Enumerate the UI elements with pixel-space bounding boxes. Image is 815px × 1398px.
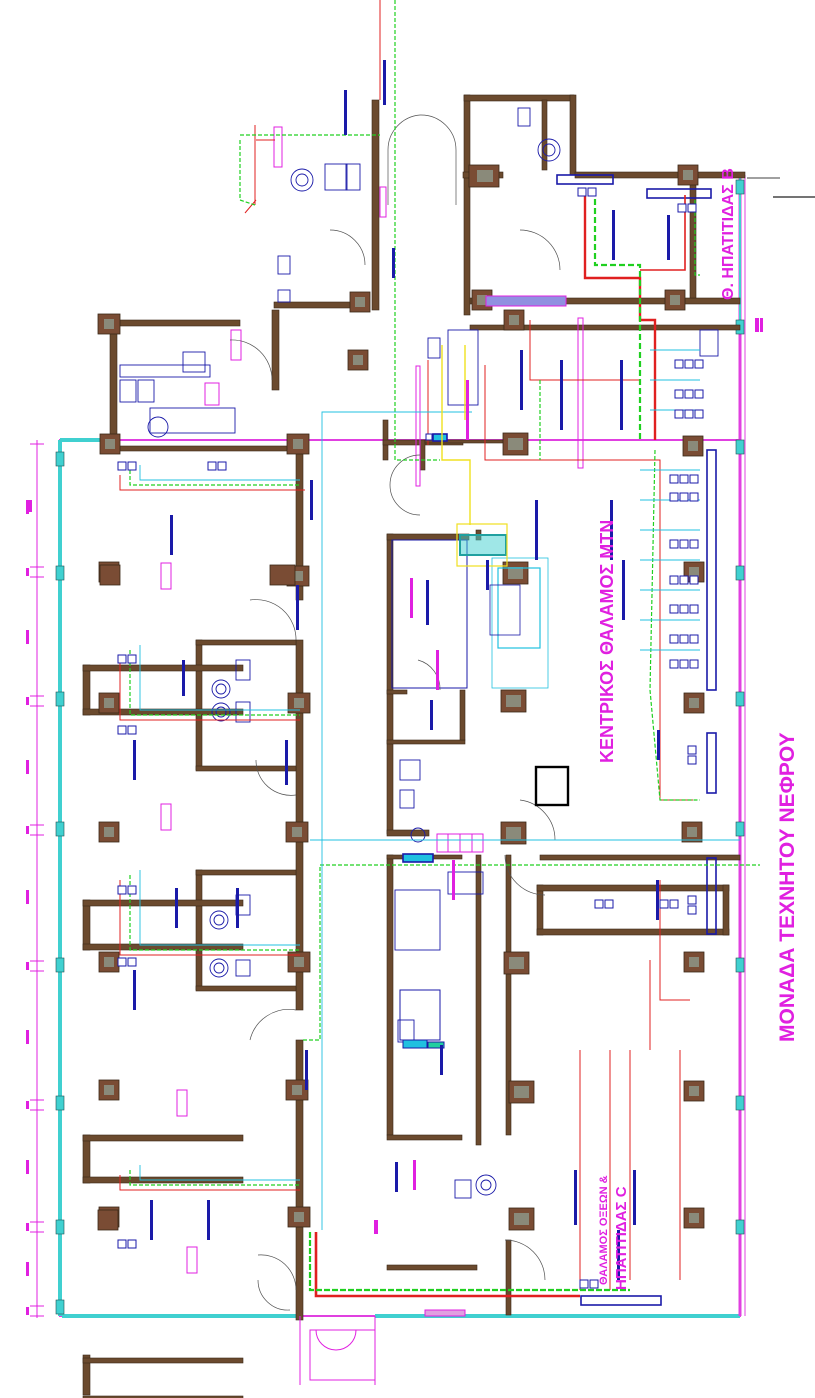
central-hall-title: ΚΕΝΤΡΙΚΟΣ ΘΑΛΑΜΟΣ ΜΤΝ: [597, 520, 617, 763]
dimension-axis: [30, 440, 44, 1318]
dimension-ticks: [26, 500, 29, 1315]
room-c-title-line2: ΗΠΑΤΙΤΙΔΑΣ C: [613, 1186, 630, 1290]
pipe-annotations: [133, 60, 670, 1280]
interior-walls: [82, 94, 746, 1398]
room-b-title: Θ. ΗΠΑΤΙΤΙΔΑΣ Β: [720, 168, 737, 300]
bed-headwalls: [402, 174, 717, 1306]
door-swings: [229, 114, 561, 1311]
unit-title: ΜΟΝΑΔΑ ΤΕΧΝΗΤΟΥ ΝΕΦΡΟΥ: [776, 732, 799, 1042]
magenta-panels: [160, 126, 584, 1381]
gas-pipes-green: [129, 0, 760, 1292]
window-blocks: [55, 179, 745, 1315]
room-c-title-line1: ΘΑΛΑΜΟΣ ΟΞΕΩΝ &: [598, 1175, 610, 1285]
entrance: [299, 177, 815, 1385]
magenta-annotations: [28, 318, 763, 1234]
sanitary-fixtures: [119, 107, 719, 1199]
nurses-station: [391, 523, 549, 689]
dialysis-chair: [399, 765, 570, 1049]
outlet-boxes: [117, 187, 704, 1289]
gas-pipes-yellow: [441, 345, 471, 525]
gas-pipes-cyan: [139, 349, 740, 1230]
outer-envelope: [58, 175, 746, 1318]
